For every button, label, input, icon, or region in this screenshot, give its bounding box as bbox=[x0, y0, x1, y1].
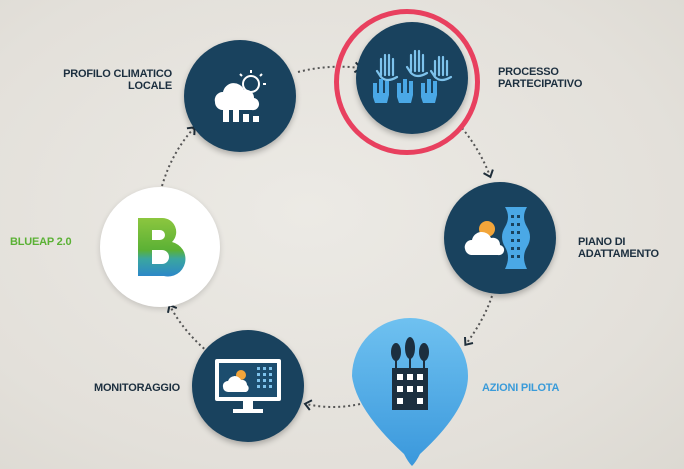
label-line2: LOCALE bbox=[127, 80, 172, 92]
label-line1: BLUEAP 2.0 bbox=[10, 236, 72, 248]
arrow-monitoraggio-to-blueap bbox=[166, 303, 209, 353]
arrow-piano-to-azioni bbox=[464, 295, 493, 347]
blueap-logo-b-icon bbox=[138, 217, 186, 277]
cloud-sun-bar-chart-icon bbox=[214, 70, 266, 122]
monitor-weather-icon bbox=[215, 359, 281, 413]
arrow-processo-to-piano bbox=[461, 127, 494, 179]
label-azioni-pilota: AZIONI PILOTA bbox=[482, 382, 602, 394]
label-line1: MONITORAGGIO bbox=[93, 382, 180, 394]
label-line2: ADATTAMENTO bbox=[578, 248, 659, 260]
label-blueap: BLUEAP 2.0 bbox=[10, 236, 100, 248]
label-monitoraggio: MONITORAGGIO bbox=[40, 382, 180, 394]
label-line1: PIANO DI bbox=[578, 236, 626, 248]
node-monitoraggio bbox=[192, 330, 304, 442]
arrow-blueap-to-profilo bbox=[161, 126, 196, 187]
node-piano-adattamento bbox=[444, 182, 556, 294]
node-profilo-climatico bbox=[184, 40, 296, 152]
label-line1: PROCESSO bbox=[498, 66, 559, 78]
label-line2: PARTECIPATIVO bbox=[498, 78, 583, 90]
node-blueap bbox=[100, 187, 220, 307]
label-profilo-climatico: PROFILO CLIMATICO LOCALE bbox=[32, 68, 172, 92]
arrow-profilo-to-processo bbox=[297, 61, 363, 74]
label-line1: AZIONI PILOTA bbox=[482, 382, 560, 394]
factory-trees-icon bbox=[391, 337, 429, 410]
cloud-building-icon bbox=[464, 207, 530, 269]
highlight-ring bbox=[334, 9, 480, 155]
label-piano-adattamento: PIANO DI ADATTAMENTO bbox=[578, 236, 682, 260]
label-processo-partecipativo: PROCESSO PARTECIPATIVO bbox=[498, 66, 638, 90]
label-line1: PROFILO CLIMATICO bbox=[63, 68, 172, 80]
